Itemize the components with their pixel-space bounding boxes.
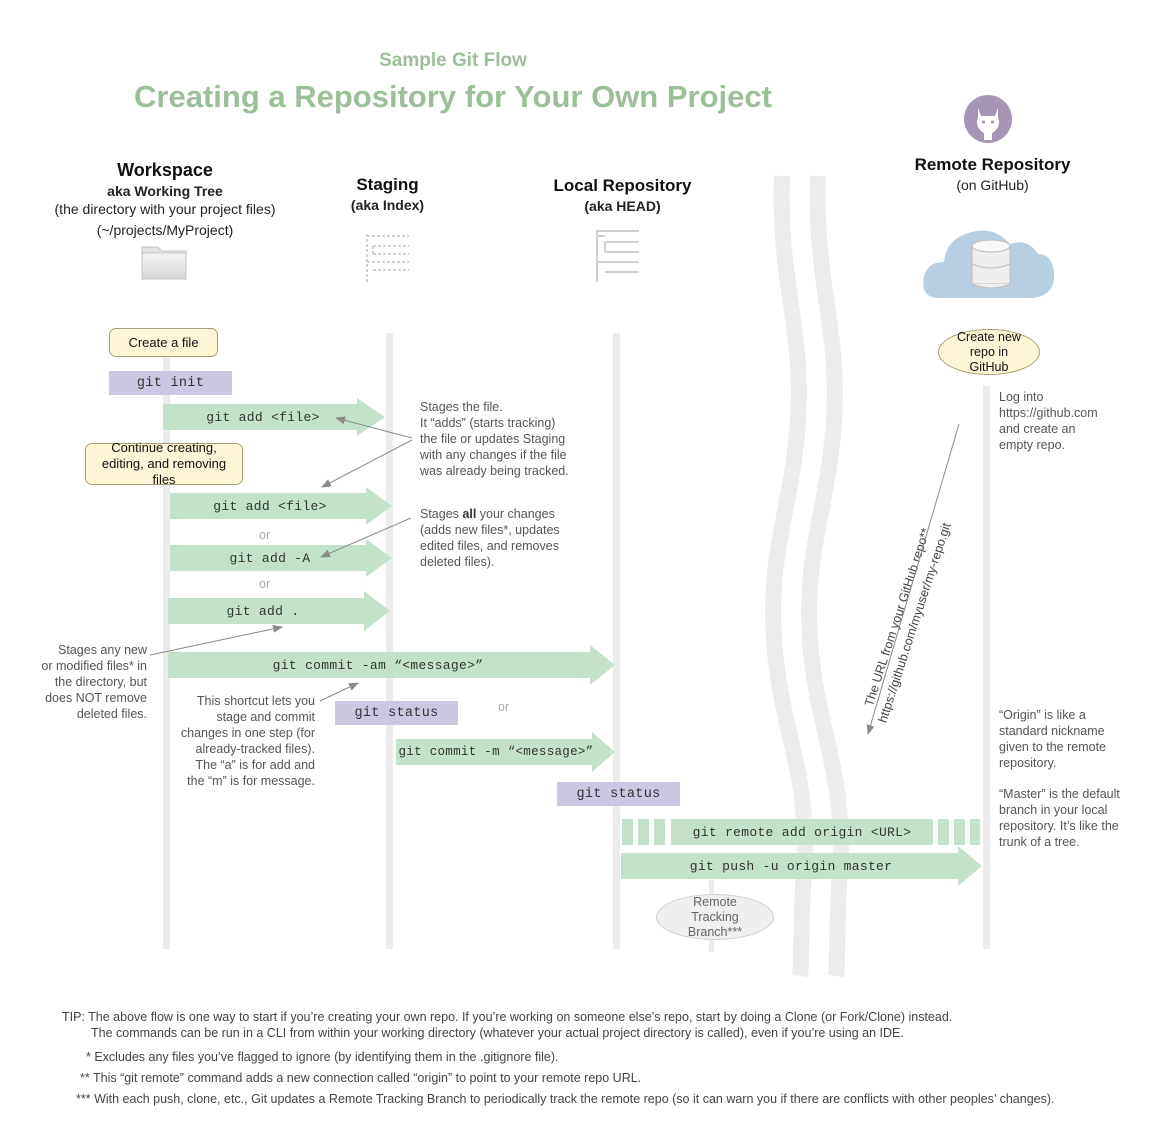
page-subtitle: Sample Git Flow (379, 50, 527, 71)
git-status-command-2: git status (557, 782, 680, 806)
note-line: “Origin” is like a (999, 708, 1086, 722)
git-add-file-label-2: git add <file> (213, 498, 327, 514)
create-repo-box: Create new repo in GitHub (938, 329, 1040, 375)
remote-lane (983, 386, 990, 949)
note-line: edited files, and removes (420, 539, 559, 553)
note-line: stage and commit (216, 710, 315, 724)
git-remote-add-bar: git remote add origin <URL> (622, 819, 980, 845)
note-line: Stages the file. (420, 400, 503, 414)
create-file-box: Create a file (109, 328, 218, 357)
note-line: and create an (999, 422, 1076, 436)
note-line: standard nickname (999, 724, 1105, 738)
workspace-desc: (the directory with your project files) (54, 201, 276, 217)
git-add-file-label-1: git add <file> (206, 409, 320, 425)
tip-line-2: The commands can be run in a CLI from wi… (91, 1026, 904, 1040)
folder-icon (141, 246, 187, 280)
note-line: https://github.com (999, 406, 1098, 420)
or-label-2: or (259, 577, 271, 591)
git-add-all-label: git add -A (229, 550, 311, 566)
workspace-path: (~/projects/MyProject) (96, 222, 234, 238)
stages-file-note: Stages the file. It “adds” (starts track… (420, 399, 569, 479)
git-remote-add-label: git remote add origin <URL> (692, 824, 912, 840)
note-line: does NOT remove (45, 691, 147, 705)
footnote-2: ** This “git remote” command adds a new … (80, 1071, 642, 1085)
git-init-command: git init (109, 371, 232, 395)
login-note: Log into https://github.com and create a… (999, 389, 1098, 453)
octocat-icon (964, 95, 1012, 143)
git-status-command-1: git status (335, 701, 458, 725)
git-add-file-arrow-2: git add <file> (170, 487, 392, 525)
git-push-arrow: git push -u origin master (621, 846, 982, 886)
note-line: the directory, but (54, 675, 147, 689)
note-line: This shortcut lets you (196, 694, 315, 708)
network-separator (765, 175, 849, 977)
origin-note: “Origin” is like a standard nickname giv… (999, 707, 1106, 771)
note-line: The “a” is for add and (195, 758, 315, 772)
staging-aka: (aka Index) (350, 197, 425, 213)
or-label-3: or (498, 700, 510, 714)
git-add-dot-arrow: git add . (168, 591, 390, 631)
staging-title: Staging (356, 175, 419, 194)
workspace-aka: aka Working Tree (107, 183, 223, 199)
master-note: “Master” is the default branch in your l… (999, 786, 1120, 850)
note-line: deleted files. (76, 707, 147, 721)
note-line: Log into (999, 390, 1044, 404)
note-text: Stages (420, 507, 463, 521)
tip-line-1: TIP: The above flow is one way to start … (62, 1010, 953, 1024)
note-line: Stages all your changes (420, 506, 560, 522)
workspace-title: Workspace (117, 160, 213, 180)
note-line: the file or updates Staging (420, 432, 566, 446)
repo-tree-icon (596, 230, 639, 282)
note-line: trunk of a tree. (999, 835, 1080, 849)
note-line: repository. It’s like the (999, 819, 1119, 833)
note-line: empty repo. (999, 438, 1066, 452)
note-line: given to the remote (999, 740, 1107, 754)
note-line: repository. (999, 756, 1057, 770)
note-line: already-tracked files). (195, 742, 316, 756)
staging-header: Staging (aka Index) (320, 175, 455, 213)
local-aka: (aka HEAD) (584, 198, 661, 214)
git-add-all-arrow: git add -A (170, 539, 392, 577)
workspace-header: Workspace aka Working Tree (the director… (40, 160, 290, 238)
staging-lane (386, 333, 393, 949)
git-add-dot-label: git add . (226, 603, 300, 619)
note-line: “Master” is the default (999, 787, 1120, 801)
git-push-label: git push -u origin master (689, 858, 893, 874)
remote-title: Remote Repository (914, 155, 1071, 174)
git-commit-am-label: git commit -am “<message>” (272, 657, 484, 673)
note-line: was already being tracked. (420, 464, 569, 478)
note-bold: all (462, 507, 477, 521)
index-tree-icon (366, 234, 409, 282)
shortcut-note: This shortcut lets you stage and commit … (160, 693, 315, 789)
remote-tracking-branch: Remote Tracking Branch*** (656, 894, 774, 940)
local-header: Local Repository (aka HEAD) (540, 176, 705, 214)
cloud-database-icon (923, 230, 1054, 298)
git-commit-m-arrow: git commit -m “<message>” (396, 732, 615, 772)
stages-new-note: Stages any new or modified files* in the… (20, 642, 147, 722)
note-line: with any changes if the file (420, 448, 567, 462)
footnote-3: *** With each push, clone, etc., Git upd… (76, 1092, 1055, 1106)
note-line: (adds new files*, updates (420, 523, 560, 537)
git-commit-am-arrow: git commit -am “<message>” (168, 645, 615, 685)
remote-header: Remote Repository (on GitHub) (900, 155, 1085, 193)
local-title: Local Repository (553, 176, 692, 195)
note-line: or modified files* in (41, 659, 147, 673)
note-line: deleted files). (420, 555, 495, 569)
git-commit-m-label: git commit -m “<message>” (398, 745, 594, 759)
git-add-file-arrow-1: git add <file> (163, 398, 385, 436)
note-text: your changes (476, 507, 555, 521)
note-line: changes in one step (for (180, 726, 315, 740)
note-line: It “adds” (starts tracking) (420, 416, 556, 430)
or-label-1: or (259, 528, 271, 542)
note-line: Stages any new (58, 643, 147, 657)
stages-all-note: Stages all your changes (adds new files*… (420, 506, 560, 570)
page-title: Creating a Repository for Your Own Proje… (134, 79, 772, 114)
local-lane (613, 333, 620, 949)
note-line: the “m” is for message. (187, 774, 315, 788)
remote-aka: (on GitHub) (956, 177, 1029, 193)
note-line: branch in your local (999, 803, 1108, 817)
footnote-1: * Excludes any files you’ve flagged to i… (86, 1050, 559, 1064)
continue-editing-box: Continue creating, editing, and removing… (85, 440, 243, 487)
